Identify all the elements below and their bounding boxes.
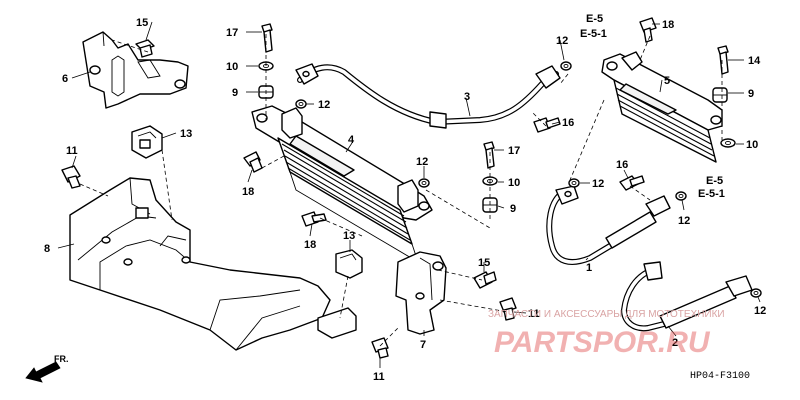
callout-part-9-b: 9 bbox=[510, 203, 516, 215]
part-16-bolt-a bbox=[533, 117, 561, 133]
part-12-o-ring-a bbox=[295, 99, 307, 109]
part-17-bolt-a bbox=[261, 23, 273, 53]
callout-part-3: 3 bbox=[464, 91, 470, 103]
part-18-bolt-b bbox=[301, 211, 327, 227]
part-6-bracket bbox=[82, 31, 189, 109]
callout-part-17-a: 17 bbox=[226, 27, 238, 39]
leader-lines bbox=[57, 21, 761, 368]
callout-part-10-c: 10 bbox=[746, 139, 758, 151]
callout-part-5: 5 bbox=[664, 75, 670, 87]
callout-part-14: 14 bbox=[748, 55, 761, 67]
callout-part-13-b: 13 bbox=[343, 230, 355, 242]
front-label: FR. bbox=[54, 354, 69, 364]
callout-part-17-b: 17 bbox=[508, 145, 520, 157]
part-12-o-ring-d bbox=[568, 178, 580, 188]
mounting-stay bbox=[317, 307, 357, 339]
part-8-guard bbox=[69, 177, 331, 351]
callout-part-9-c: 9 bbox=[748, 88, 754, 100]
callout-part-18-b: 18 bbox=[304, 239, 316, 251]
callout-part-11-b: 11 bbox=[528, 308, 540, 320]
callout-labels: 1 2 3 4 5 6 7 8 9 9 9 10 10 10 11 11 11 … bbox=[44, 17, 766, 383]
part-13-clip-middle bbox=[335, 249, 363, 279]
part-15-bolt-top bbox=[135, 39, 155, 58]
callout-part-11-a: 11 bbox=[66, 145, 78, 157]
callout-part-15-a: 15 bbox=[136, 17, 148, 29]
front-direction-arrow: FR. bbox=[25, 354, 69, 383]
callout-part-1: 1 bbox=[586, 262, 592, 274]
part-15-bolt-bottom bbox=[473, 271, 497, 289]
part-14-bolt bbox=[717, 45, 729, 75]
callout-part-13-a: 13 bbox=[180, 128, 192, 140]
part-9-rubber-mount-c bbox=[712, 87, 728, 103]
part-18-bolt-c bbox=[639, 17, 657, 43]
callout-part-15-b: 15 bbox=[478, 257, 490, 269]
callout-part-8: 8 bbox=[44, 243, 50, 255]
callout-part-12-d: 12 bbox=[592, 178, 604, 190]
callout-part-10-a: 10 bbox=[226, 61, 238, 73]
diagram-code: HP04-F3100 bbox=[690, 371, 750, 382]
watermark-tagline: ЗАПЧАСТИ И АКСЕССУАРЫ ДЛЯ МОТОТЕХНИКИ bbox=[488, 309, 725, 320]
callout-part-12-f: 12 bbox=[754, 305, 766, 317]
part-10-collar-c bbox=[720, 138, 736, 148]
part-5-oil-cooler bbox=[601, 51, 723, 163]
part-4-oil-cooler bbox=[251, 105, 433, 263]
watermark-brand: PARTSPOR.RU bbox=[494, 326, 711, 359]
part-11-bolt-middle bbox=[499, 297, 517, 321]
part-18-bolt-a bbox=[243, 151, 263, 173]
ref-e5-top: E-5 bbox=[586, 13, 603, 25]
callout-part-12-b: 12 bbox=[556, 35, 568, 47]
part-12-o-ring-e bbox=[675, 191, 687, 201]
part-13-clip-top bbox=[131, 125, 163, 159]
part-16-bolt-b bbox=[619, 175, 645, 191]
callout-part-2: 2 bbox=[672, 337, 678, 349]
ref-e5-side: E-5 bbox=[706, 175, 723, 187]
callout-part-10-b: 10 bbox=[508, 177, 520, 189]
callout-part-18-c: 18 bbox=[662, 19, 674, 31]
callout-part-4: 4 bbox=[348, 134, 355, 146]
part-12-o-ring-c bbox=[418, 178, 430, 188]
callout-part-9-a: 9 bbox=[232, 87, 238, 99]
watermark: ЗАПЧАСТИ И АКСЕССУАРЫ ДЛЯ МОТОТЕХНИКИ PA… bbox=[488, 309, 725, 359]
part-12-o-ring-f bbox=[750, 288, 762, 298]
part-7-bracket bbox=[395, 251, 447, 335]
part-2-oil-hose bbox=[620, 261, 753, 332]
callout-part-16-b: 16 bbox=[616, 159, 628, 171]
ref-e51-side: E-5-1 bbox=[698, 188, 725, 200]
callout-part-12-c: 12 bbox=[416, 156, 428, 168]
callout-part-6: 6 bbox=[62, 73, 68, 85]
section-references: E-5 E-5-1 E-5 E-5-1 bbox=[580, 13, 725, 200]
callout-part-11-c: 11 bbox=[373, 371, 385, 383]
part-12-o-ring-b bbox=[560, 61, 572, 71]
part-3-oil-pipe bbox=[295, 63, 561, 129]
part-11-bolt-bottom bbox=[371, 337, 389, 359]
callout-part-12-a: 12 bbox=[318, 99, 330, 111]
part-17-bolt-b bbox=[483, 141, 495, 169]
callout-part-7: 7 bbox=[420, 339, 426, 351]
callout-part-18-a: 18 bbox=[242, 186, 254, 198]
callout-part-16-a: 16 bbox=[562, 117, 574, 129]
part-1-oil-hose bbox=[546, 185, 671, 265]
callout-part-12-e: 12 bbox=[678, 215, 690, 227]
part-11-bolt-left bbox=[61, 165, 81, 189]
ref-e51-top: E-5-1 bbox=[580, 28, 607, 40]
alignment-lines bbox=[79, 34, 723, 347]
